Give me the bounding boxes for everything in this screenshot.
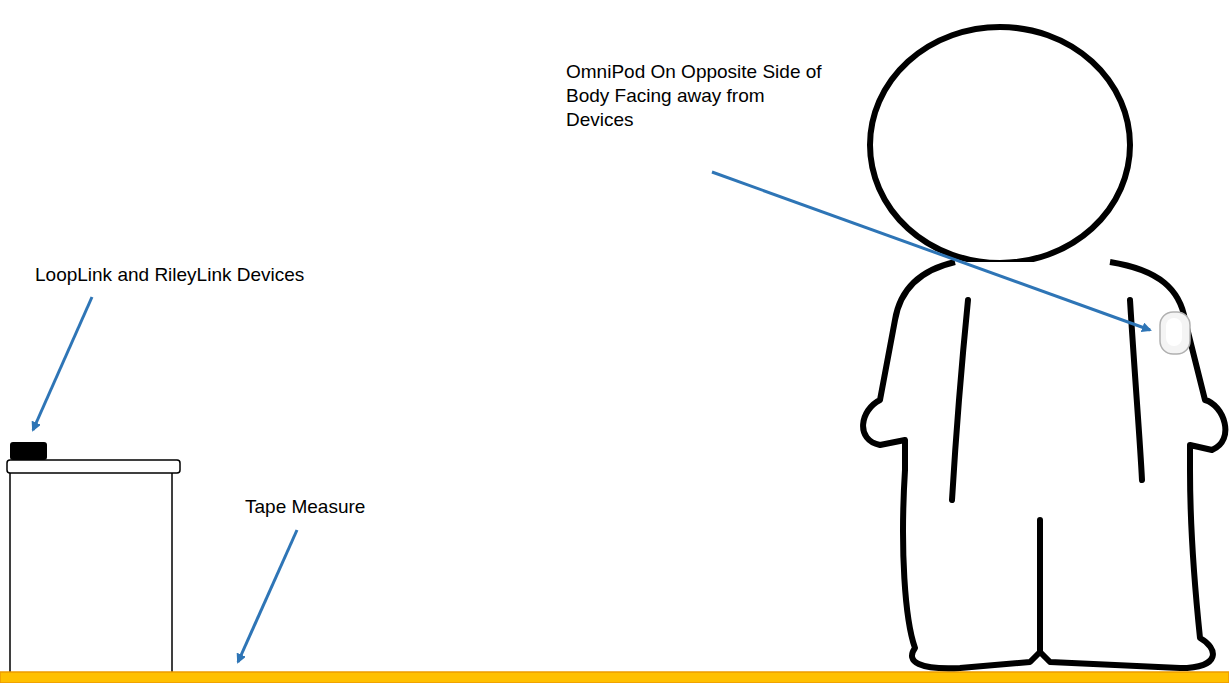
leader-arrow [33,297,92,430]
leader-arrow [712,172,1150,330]
tape-measure [0,672,1229,683]
omnipod-highlight [1166,318,1182,346]
callout-label: LoopLink and RileyLink Devices [35,263,435,287]
callout-label: Tape Measure [245,495,445,519]
arm-line [952,300,968,500]
device-box [10,442,47,460]
leader-arrow [238,530,297,662]
callout-label: OmniPod On Opposite Side of Body Facing … [566,60,836,132]
omnipod [1160,312,1190,354]
figure-head [870,27,1130,263]
table-top [7,460,180,473]
leg-line [1037,520,1043,652]
figure-body [863,262,1225,668]
table-body [10,472,172,674]
